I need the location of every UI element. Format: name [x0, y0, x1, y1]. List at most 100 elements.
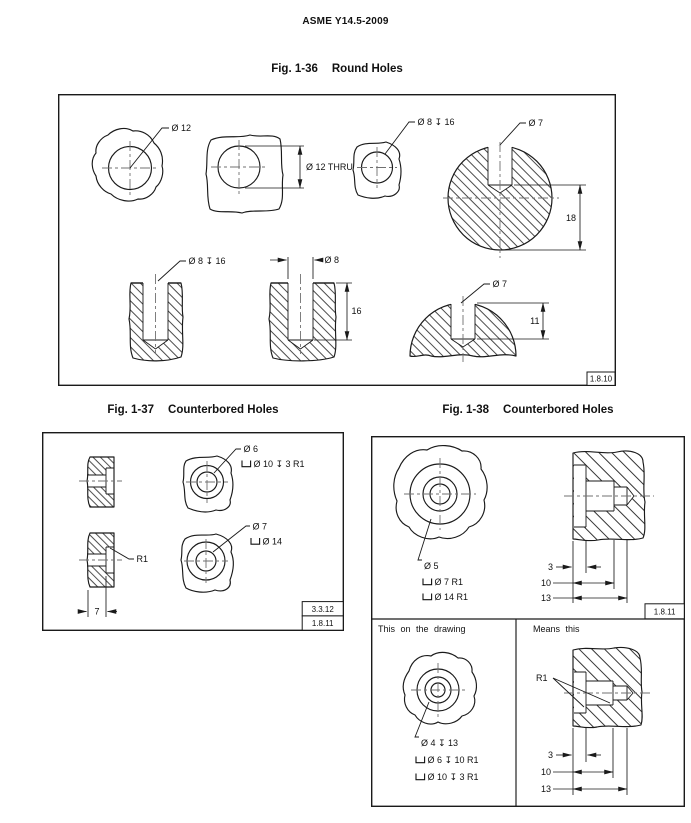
hole-edges	[287, 283, 314, 350]
callout-dia12-thru: Ø 12 THRU	[306, 162, 353, 172]
part-outline	[86, 456, 115, 508]
counterbore-icon	[250, 538, 261, 545]
counterbore10-void	[574, 672, 586, 713]
hole-void	[85, 475, 107, 487]
document-header: ASME Y14.5-2009	[302, 16, 389, 27]
leader-line	[157, 260, 186, 282]
panel-dividers	[371, 618, 685, 807]
counterbore-icon	[422, 593, 433, 601]
fig137-view-front-dia7: Ø 7 Ø 14	[180, 522, 283, 593]
fillet-leaders	[552, 677, 611, 708]
part-outline	[91, 127, 164, 202]
callout-dia6: Ø 6	[244, 444, 259, 454]
hole-edges	[487, 147, 513, 194]
ref-box	[644, 603, 685, 620]
counterbore-void	[106, 468, 114, 494]
fig136-view-dia12-thru: Ø 12 THRU	[205, 134, 353, 214]
fig136-drawing: Ø 12 Ø 12 THRU Ø 8 ↧ 16 Ø 7 18	[58, 94, 616, 386]
hole-edges	[142, 283, 169, 350]
fig138-drawing: Ø 5 Ø 7 R1 Ø 14 R1 3 10 13 1.8.11 This o…	[371, 436, 685, 807]
dim-3: 3	[548, 562, 553, 572]
part-outline	[572, 646, 643, 729]
ref-number: 1.8.11	[654, 607, 676, 616]
ref-box-bottom	[301, 615, 344, 631]
fig138-view-section-bottom: R1 3 10 13	[536, 646, 652, 795]
dim-10: 10	[541, 578, 551, 588]
part-outline	[572, 450, 646, 542]
panel-left-title: This on the drawing	[378, 624, 466, 634]
fillet-label: R1	[137, 554, 149, 564]
extension-lines	[87, 576, 107, 617]
fig138-view-front-bottom: Ø 4 ↧ 13 Ø 6 ↧ 10 R1 Ø 10 ↧ 3 R1	[402, 651, 479, 782]
fig137-view-section-bottom: R1 7	[77, 532, 149, 617]
fig136-view-dia8-blind-section-dims: Ø 8 16	[268, 255, 362, 362]
ref-number: 1.8.10	[590, 375, 613, 384]
callout-cbore10: Ø 10 ↧ 3 R1	[254, 459, 305, 469]
counterbore-void	[106, 547, 114, 573]
fig136-view-dia7-dome-section: Ø 7 11	[409, 279, 549, 362]
callout-dia7: Ø 7	[529, 118, 544, 128]
part-outline	[352, 141, 402, 199]
callout-dia8: Ø 8	[325, 255, 340, 265]
fig137-refs: 3.3.12 1.8.11	[301, 601, 344, 631]
fig138-ref: 1.8.11	[644, 603, 685, 620]
part-outline	[402, 651, 478, 725]
leader-line	[499, 122, 526, 146]
dim-3: 3	[548, 750, 553, 760]
leader-line	[460, 283, 490, 304]
counterbore-icon	[241, 460, 252, 468]
dim-7: 7	[94, 607, 99, 617]
fig136-view-dia8-front: Ø 8 ↧ 16	[352, 117, 455, 199]
extension-lines	[245, 145, 304, 189]
dim-18: 18	[566, 213, 576, 223]
leader-line	[384, 121, 415, 155]
leader-line	[212, 525, 250, 553]
hole-circle	[196, 471, 218, 493]
ref-number-top: 3.3.12	[312, 605, 335, 614]
leader-line	[109, 547, 134, 560]
part-outline	[180, 533, 234, 593]
ref-box	[586, 371, 616, 386]
counterbore-icon	[422, 578, 433, 586]
dim-10: 10	[541, 767, 551, 777]
hole-void	[85, 554, 107, 566]
callout-dia8-depth16: Ø 8 ↧ 16	[418, 117, 455, 127]
callout-dia7: Ø 7	[493, 279, 508, 289]
extension-lines	[572, 540, 628, 603]
dim-13: 13	[541, 784, 551, 794]
fig137-view-section-top	[79, 456, 122, 508]
fig138-view-front-top: Ø 5 Ø 7 R1 Ø 14 R1	[393, 445, 488, 602]
fig136-view-dia8-blind-section-callout: Ø 8 ↧ 16	[128, 256, 226, 362]
part-outline	[86, 532, 115, 588]
part-outline	[205, 134, 284, 214]
extension-lines	[477, 302, 549, 340]
callout-dia12: Ø 12	[172, 123, 192, 133]
counterbore-icon	[415, 773, 426, 781]
callout-dia5: Ø 5	[424, 561, 439, 571]
callout-cbore6: Ø 6 ↧ 10 R1	[428, 755, 479, 765]
leader-line	[417, 518, 432, 561]
fig138-title: Fig. 1-38 Counterbored Holes	[371, 404, 685, 416]
fig137-drawing: Ø 6 Ø 10 ↧ 3 R1 R1 7 Ø 7 Ø 14 3.3.12 1.8…	[42, 432, 344, 631]
fig136-view-dia7-shaft-section: Ø 7 18	[443, 118, 586, 258]
fig137-title-label: Fig. 1-37	[107, 404, 155, 416]
dim-11: 11	[530, 316, 539, 326]
fig138-title-label: Fig. 1-38	[442, 404, 490, 416]
fig138-view-section-top: 3 10 13	[541, 450, 654, 603]
dim-13: 13	[541, 593, 551, 603]
hole-edges	[450, 304, 476, 348]
extension-lines	[572, 728, 628, 795]
fig137-view-front-dia6: Ø 6 Ø 10 ↧ 3 R1	[182, 444, 305, 513]
callout-dia4: Ø 4 ↧ 13	[421, 738, 458, 748]
fig136-title-label: Fig. 1-36	[271, 63, 318, 75]
callout-dia7: Ø 7	[253, 522, 268, 532]
part-outline	[182, 455, 234, 513]
panel-right-title: Means this	[533, 624, 580, 634]
fig138-title-text: Counterbored Holes	[503, 404, 614, 416]
ref-number-bottom: 1.8.11	[312, 619, 334, 628]
callout-cbore10: Ø 10 ↧ 3 R1	[428, 772, 479, 782]
dim-16: 16	[352, 306, 362, 316]
callout-cbore14: Ø 14	[263, 537, 283, 547]
counterbore-icon	[415, 756, 426, 764]
